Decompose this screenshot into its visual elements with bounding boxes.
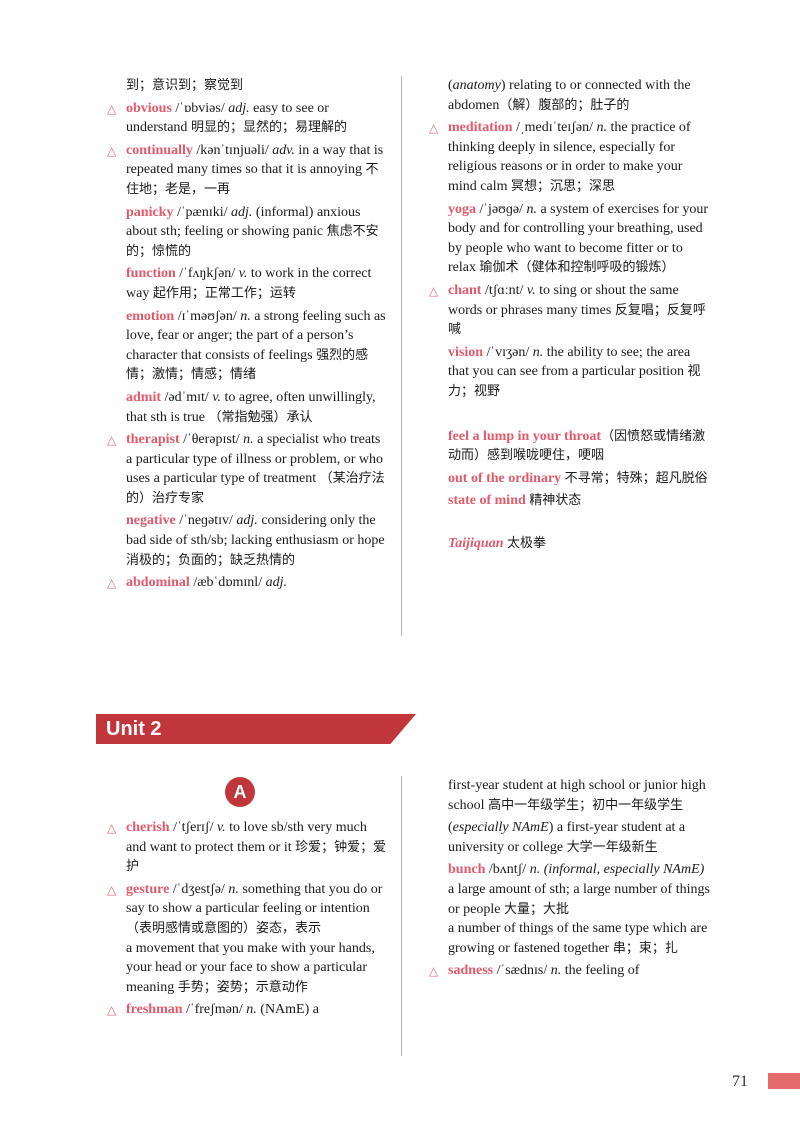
new-word-triangle-icon: △: [107, 882, 117, 897]
entry-gesture-sense-2: a movement that you make with your hands…: [126, 940, 375, 995]
page-number: 71: [732, 1073, 748, 1090]
new-word-triangle-icon: △: [429, 121, 439, 136]
column-divider-bottom: [401, 776, 402, 1056]
entry-cherish: △ cherish /ˈtʃerɪʃ/ v. to love sb/sth ve…: [107, 820, 387, 875]
freshman-continuation: first-year student at high school or jun…: [448, 778, 706, 813]
entry-emotion: emotion /ɪˈməʊʃən/ n. a strong feeling s…: [126, 308, 386, 383]
entry-panicky: panicky /ˈpænɪki/ adj. (informal) anxiou…: [126, 204, 379, 259]
bottom-left-column: △ cherish /ˈtʃerɪʃ/ v. to love sb/sth ve…: [107, 818, 388, 1023]
entry-sadness: △ sadness /ˈsædnɪs/ n. the feeling of: [429, 961, 710, 981]
new-word-triangle-icon: △: [107, 143, 117, 158]
phrase-lump-in-throat: feel a lump in your throat（因愤怒或情绪激动而）感到喉…: [448, 428, 706, 464]
new-word-triangle-icon: △: [429, 283, 439, 298]
new-word-triangle-icon: △: [107, 101, 117, 116]
new-word-triangle-icon: △: [107, 1003, 117, 1018]
entry-therapist: △ therapist /ˈθerəpɪst/ n. a specialist …: [107, 432, 385, 506]
entry-negative: negative /ˈneɡətɪv/ adj. considering onl…: [126, 513, 385, 568]
entry-continually: △ continually /kənˈtɪnjuəli/ adv. in a w…: [107, 142, 384, 197]
entry-abdominal: △ abdominal /æbˈdɒmɪnl/ adj.: [107, 573, 388, 593]
entry-chant: △ chant /tʃɑːnt/ v. to sing or shout the…: [429, 282, 706, 338]
new-word-triangle-icon: △: [429, 964, 439, 979]
bottom-right-column: first-year student at high school or jun…: [429, 776, 710, 984]
entry-gesture: △ gesture /ˈdʒestʃə/ n. something that y…: [107, 881, 383, 936]
entry-yoga: yoga /ˈjəʊɡə/ n. a system of exercises f…: [448, 201, 709, 276]
entry-bunch-sense-2: a number of things of the same type whic…: [448, 921, 708, 956]
entry-admit: admit /ədˈmɪt/ v. to agree, often unwill…: [126, 389, 376, 425]
new-word-triangle-icon: △: [107, 433, 117, 448]
freshman-sense-2: (especially NAmE) a first-year student a…: [448, 820, 686, 855]
new-word-triangle-icon: △: [107, 821, 117, 835]
section-a-badge: A: [225, 777, 255, 807]
phrase-state-of-mind: state of mind 精神状态: [448, 493, 582, 509]
continuation-text: 到；意识到；察觉到: [126, 78, 244, 93]
page-number-bar: [768, 1073, 800, 1089]
entry-meditation: △ meditation /ˌmedɪˈteɪʃən/ n. the pract…: [429, 120, 691, 194]
new-word-triangle-icon: △: [107, 576, 117, 591]
column-divider-top: [401, 76, 402, 636]
entry-freshman: △ freshman /ˈfreʃmən/ n. (NAmE) a: [107, 1000, 388, 1020]
phrase-out-of-ordinary: out of the ordinary 不寻常；特殊；超凡脱俗: [448, 470, 708, 486]
top-right-column: (anatomy) relating to or connected with …: [429, 76, 710, 556]
top-left-column: 到；意识到；察觉到 △ obvious /ˈɒbviəs/ adj. easy …: [107, 76, 388, 596]
entry-function: function /ˈfʌŋkʃən/ v. to work in the co…: [126, 266, 372, 301]
continuation-abdominal: (anatomy) relating to or connected with …: [448, 78, 691, 113]
entry-obvious: △ obvious /ˈɒbviəs/ adj. easy to see or …: [107, 100, 347, 136]
entry-bunch: bunch /bʌntʃ/ n. (informal, especially N…: [448, 862, 710, 917]
proper-noun-taijiquan: Taijiquan 太极拳: [448, 535, 547, 551]
entry-vision: vision /ˈvɪʒən/ n. the ability to see; t…: [448, 344, 701, 399]
unit-title: Unit 2: [106, 718, 162, 740]
unit-banner: Unit 2: [96, 714, 416, 744]
